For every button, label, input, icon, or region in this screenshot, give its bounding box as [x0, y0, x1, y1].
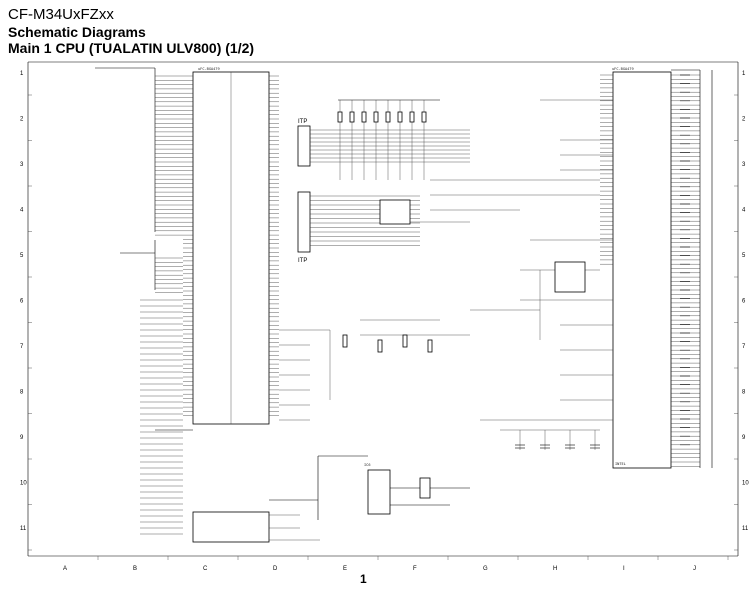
- col-ticks: A B C D E F G H I J: [63, 556, 729, 572]
- resistor-bank: [337, 99, 440, 180]
- row-label: 7: [20, 344, 24, 350]
- row-label: 5: [20, 253, 24, 259]
- row-label-right: 11: [742, 526, 749, 532]
- row-label: 3: [20, 162, 24, 168]
- row-label-right: 6: [742, 299, 746, 305]
- decoupling-caps: [515, 430, 600, 450]
- row-label-right: 8: [742, 390, 746, 396]
- document-model: CF-M34UxFZxx: [8, 6, 114, 23]
- row-label-right: 2: [742, 117, 746, 123]
- page-number: 1: [360, 572, 367, 586]
- col-label: A: [63, 566, 67, 572]
- cpu-left-block: uFC-BGA479: [183, 67, 279, 543]
- row-label-right: 1: [742, 71, 746, 77]
- cpu-left-label: uFC-BGA479: [198, 67, 220, 71]
- col-label: F: [413, 566, 417, 572]
- col-label: I: [623, 566, 625, 572]
- col-label: E: [343, 566, 347, 572]
- middle-ic-label: IC6: [364, 463, 371, 467]
- row-label-right: 5: [742, 253, 746, 259]
- itp-top: ITP ITP: [297, 119, 470, 264]
- col-label: D: [273, 566, 278, 572]
- col-label: B: [133, 566, 137, 572]
- frame: [27, 61, 739, 557]
- itp-top-label: ITP: [298, 119, 307, 125]
- left-bus: [95, 67, 193, 535]
- col-label: H: [553, 566, 557, 572]
- row-label: 9: [20, 435, 24, 441]
- row-label-right: 4: [742, 208, 746, 214]
- document-title: Main 1 CPU (TUALATIN ULV800) (1/2): [8, 40, 255, 56]
- row-label: 6: [20, 299, 24, 305]
- document-subtitle: Schematic Diagrams: [8, 24, 146, 40]
- mid-wiring: [269, 99, 613, 541]
- row-label: 4: [20, 208, 24, 214]
- intel-label: INTEL: [615, 462, 626, 466]
- col-label: C: [203, 566, 208, 572]
- itp-bottom-label: ITP: [298, 258, 307, 264]
- middle-ic: IC6: [269, 455, 470, 520]
- row-label: 2: [20, 117, 24, 123]
- row-label-right: 9: [742, 435, 746, 441]
- row-label: 1: [20, 71, 24, 77]
- row-label-right: 7: [742, 344, 746, 350]
- row-label: 10: [20, 481, 27, 487]
- row-label-right: 3: [742, 162, 746, 168]
- cpu-right-block: uFC-BGA479 INTEL: [600, 67, 713, 469]
- col-label: J: [693, 566, 696, 572]
- row-label-right: 10: [742, 481, 749, 487]
- cpu-right-label: uFC-BGA479: [612, 67, 634, 71]
- row-label: 11: [20, 526, 27, 532]
- col-label: G: [483, 566, 488, 572]
- row-label: 8: [20, 390, 24, 396]
